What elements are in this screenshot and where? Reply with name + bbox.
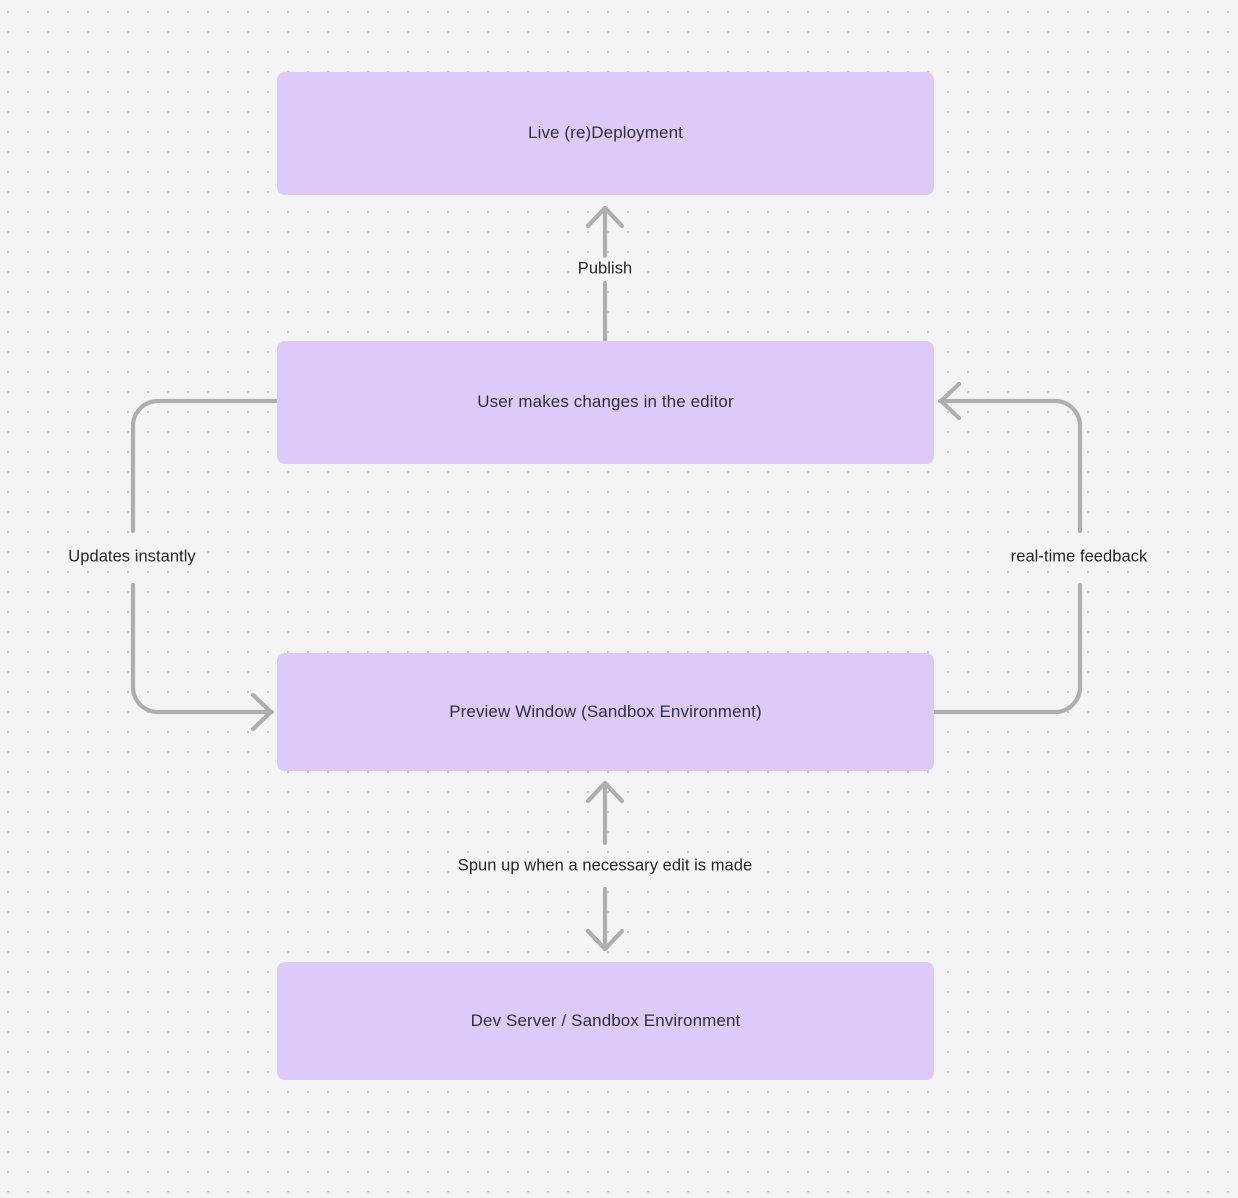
node-label-user-changes: User makes changes in the editor [477,392,734,412]
node-dev-server[interactable]: Dev Server / Sandbox Environment [277,962,934,1080]
node-live-deployment[interactable]: Live (re)Deployment [277,72,934,195]
edge-label-spun-up: Spun up when a necessary edit is made [451,854,759,878]
edge-label-updates-instantly: Updates instantly [62,545,202,569]
node-preview-window[interactable]: Preview Window (Sandbox Environment) [277,653,934,771]
node-label-preview-window: Preview Window (Sandbox Environment) [449,701,762,721]
edge-label-real-time-feedback: real-time feedback [1004,545,1154,569]
edge-label-publish: Publish [571,257,639,281]
node-label-dev-server: Dev Server / Sandbox Environment [470,1010,741,1030]
node-user-changes[interactable]: User makes changes in the editor [277,341,934,464]
node-label-live-deployment: Live (re)Deployment [528,123,683,143]
